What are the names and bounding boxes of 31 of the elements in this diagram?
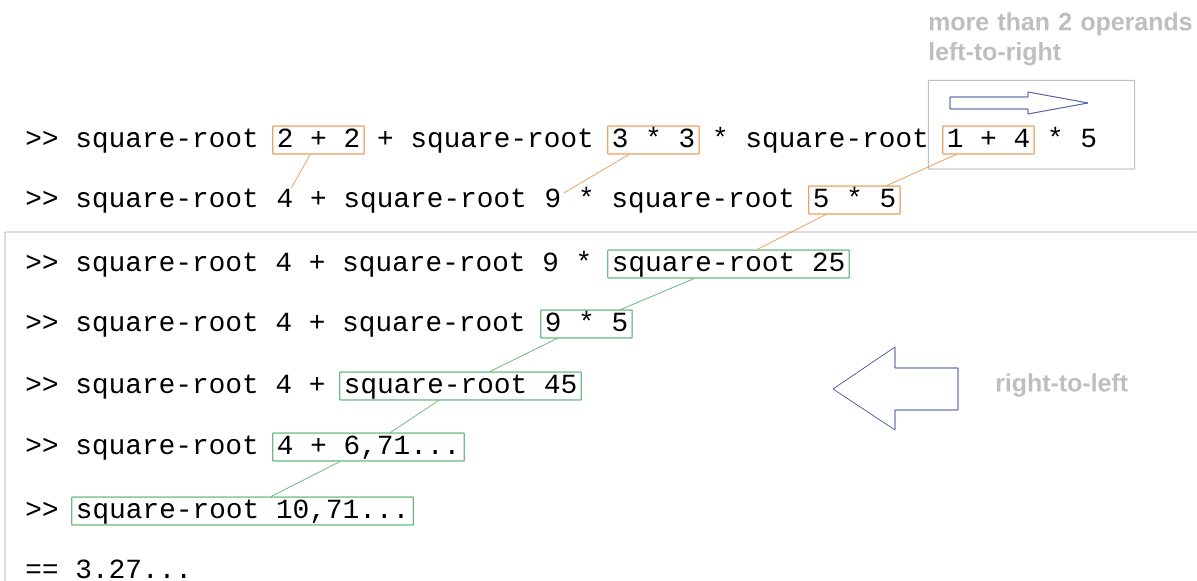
connector-line xyxy=(389,400,440,433)
connector-line xyxy=(489,338,558,372)
highlighted-expression: 5 * 5 xyxy=(808,185,901,215)
highlighted-expression: square-root 25 xyxy=(607,249,850,279)
code-text: >> square-root xyxy=(26,128,256,153)
connector-line xyxy=(291,154,311,189)
node-label: more than 2 operands left-to-right xyxy=(929,12,1192,66)
highlighted-expression: 3 * 3 xyxy=(607,125,700,155)
highlighted-expression: 4 + 6,71... xyxy=(272,432,465,462)
highlighted-expression: 1 + 4 xyxy=(942,125,1035,155)
code-text: + square-root xyxy=(311,188,524,213)
connector-line xyxy=(756,214,827,250)
connector-line xyxy=(620,278,695,310)
code-text: >> square-root 4 + square-root xyxy=(26,312,523,337)
code-text: + square-root xyxy=(378,128,591,153)
highlighted-expression: square-root 45 xyxy=(339,371,582,401)
code-text: == 3.27... xyxy=(26,559,186,579)
code-token: 9 xyxy=(546,188,560,208)
highlighted-expression: 9 * 5 xyxy=(540,309,633,339)
connector-line xyxy=(886,154,957,186)
code-text: * square-root xyxy=(581,186,792,213)
highlighted-expression: square-root 10,71... xyxy=(71,496,414,526)
code-text: >> square-root 4 + xyxy=(26,374,324,399)
code-text: >> square-root xyxy=(26,188,256,213)
code-text: >> square-root 4 + square-root 9 * xyxy=(26,250,589,277)
highlighted-expression: 2 + 2 xyxy=(272,125,365,155)
code-text: * square-root xyxy=(715,126,926,153)
code-text: >> square-root xyxy=(26,435,256,460)
code-token: 4 xyxy=(277,188,292,207)
connector-line xyxy=(270,461,341,497)
connector-line xyxy=(562,154,630,194)
